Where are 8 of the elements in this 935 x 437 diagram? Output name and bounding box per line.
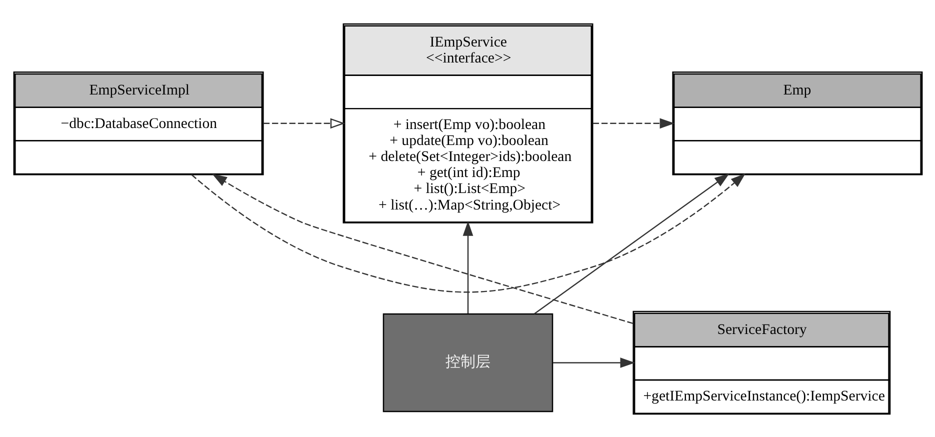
arrow: [462, 220, 473, 314]
node-box: 控制层: [382, 312, 553, 412]
arrow: [212, 173, 633, 324]
arrow: [533, 173, 729, 314]
arrow: [190, 172, 746, 292]
arrow: [262, 118, 345, 128]
arrow: [552, 357, 635, 368]
arrow: [592, 118, 674, 128]
